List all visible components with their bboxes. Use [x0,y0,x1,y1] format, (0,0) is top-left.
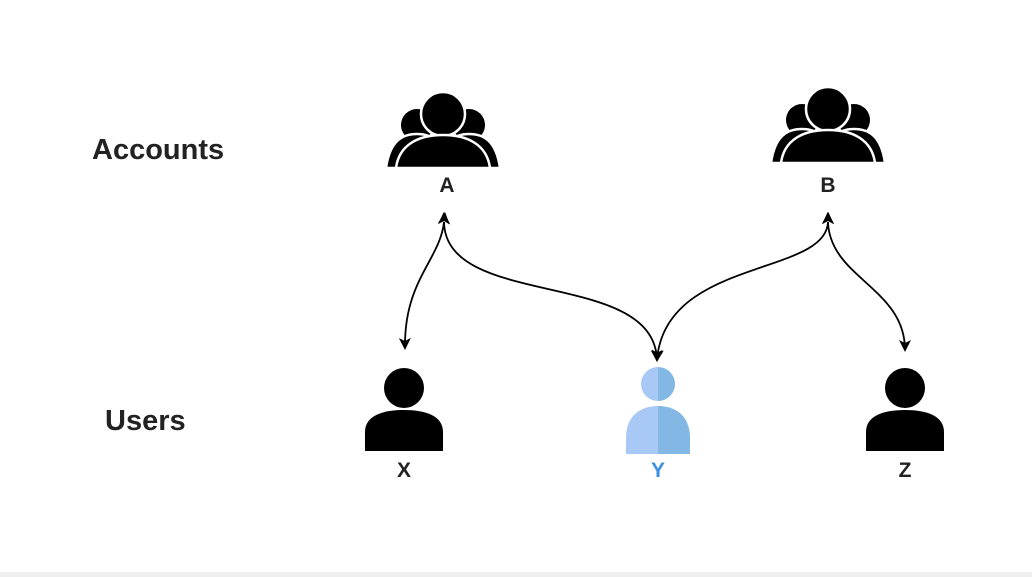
link-b-z [822,212,911,352]
user-z-label: Z [899,459,912,482]
link-a-x [398,212,450,350]
user-x-node[interactable]: X [365,368,443,482]
user-icon [626,367,690,454]
bottom-divider [0,572,1032,577]
account-b-node[interactable]: B [769,85,887,197]
group-icon [769,85,887,165]
user-icon [866,368,944,451]
account-a-node[interactable]: A [384,90,502,197]
user-y-label: Y [651,459,665,482]
group-icon [384,90,502,170]
user-y-node[interactable]: Y [626,367,690,482]
user-icon [365,368,443,451]
accounts-row-label: Accounts [92,134,224,166]
account-b-label: B [820,174,835,197]
user-z-node[interactable]: Z [866,368,944,482]
link-a-y [438,212,663,362]
user-x-label: X [397,459,411,482]
link-b-y [651,212,834,362]
account-a-label: A [439,174,454,197]
users-row-label: Users [105,405,186,437]
